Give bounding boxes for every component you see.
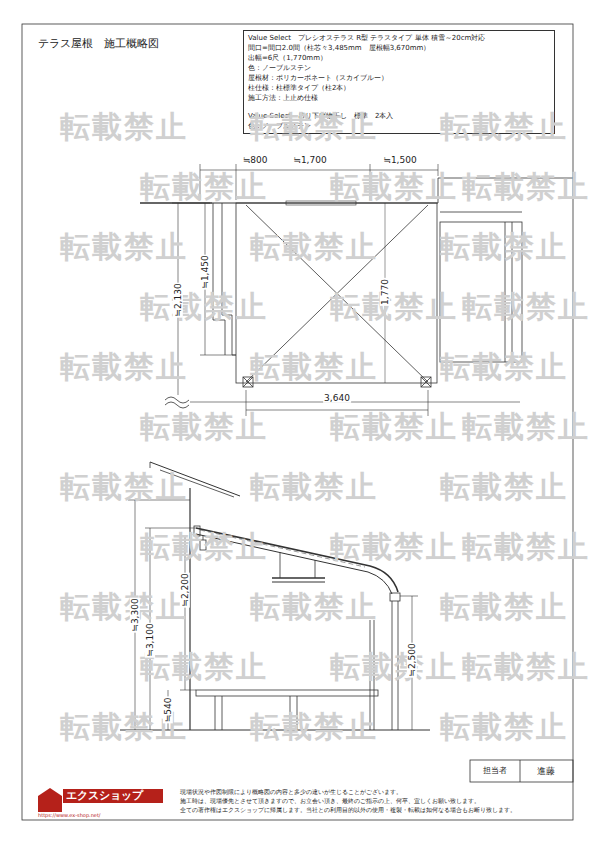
staff-label: 担当者: [482, 766, 508, 775]
logo-text: エクスショップ: [66, 790, 143, 803]
watermark: 転載禁止: [330, 650, 458, 685]
watermark: 転載禁止: [140, 170, 268, 205]
watermark: 転載禁止: [462, 410, 590, 445]
watermark: 転載禁止: [440, 110, 568, 145]
note: 施工時は、現場優先とさせて頂きますので、お立会い頂き、最終のご指示の上、何卒、宜…: [180, 798, 480, 805]
watermark: 転載禁止: [330, 410, 458, 445]
note: 全ての著作権はエクスショップに帰属します。当社との利用目的以外の使用・複製・転載…: [180, 807, 516, 814]
dimension: ≒3,300: [130, 597, 140, 632]
spec-line: 間口=間口2.0間（柱芯々3,485mm 屋根幅3,670mm）: [248, 43, 550, 53]
watermark: 転載禁止: [440, 230, 568, 265]
watermark: 転載禁止: [440, 590, 568, 625]
watermark: 転載禁止: [60, 470, 188, 505]
watermark: 転載禁止: [250, 470, 378, 505]
dimension: ≒800: [242, 155, 269, 165]
drawing-title: テラス屋根 施工概略図: [38, 38, 159, 51]
watermark: 転載禁止: [60, 590, 188, 625]
spec-line: 屋根材：ポリカーボネート（スカイブルー）: [248, 73, 550, 83]
watermark: 転載禁止: [330, 170, 458, 205]
watermark: 転載禁止: [462, 530, 590, 565]
watermark: 転載禁止: [250, 110, 378, 145]
watermark: 転載禁止: [440, 350, 568, 385]
dimension: ≒1,500: [382, 155, 417, 165]
logo-url: https://www.ex-shop.net/: [38, 813, 101, 819]
staff-name: 進藤: [536, 766, 556, 776]
watermark: 転載禁止: [440, 710, 568, 745]
spec-line: 柱仕様：柱標準タイプ（柱2本）: [248, 83, 550, 93]
dimension: ≒3,100: [145, 622, 155, 657]
watermark: 転載禁止: [140, 530, 268, 565]
dimension: ≒2,200: [180, 572, 190, 607]
watermark: 転載禁止: [140, 410, 268, 445]
watermark: 転載禁止: [440, 470, 568, 505]
spec-line: Value Select プレシオステラス R型 テラスタイプ 単体 積雪～20…: [248, 33, 550, 43]
dimension: ≒1,700: [292, 155, 327, 165]
dimension: ≒540: [163, 697, 173, 724]
dimension: 3,640: [323, 393, 351, 403]
watermark: 転載禁止: [250, 710, 378, 745]
dimension: 1,770: [380, 278, 390, 306]
watermark: 転載禁止: [250, 350, 378, 385]
watermark: 転載禁止: [60, 230, 188, 265]
watermark: 転載禁止: [330, 530, 458, 565]
watermark: 転載禁止: [140, 650, 268, 685]
watermark: 転載禁止: [462, 170, 590, 205]
watermark: 転載禁止: [330, 290, 458, 325]
watermark: 転載禁止: [250, 590, 378, 625]
watermark: 転載禁止: [462, 290, 590, 325]
watermark: 転載禁止: [462, 650, 590, 685]
watermark: 転載禁止: [250, 230, 378, 265]
dimension: ≒2,130: [173, 282, 183, 317]
spec-line: 施工方法：上止め仕様: [248, 93, 550, 103]
watermark: 転載禁止: [140, 290, 268, 325]
watermark: 転載禁止: [60, 350, 188, 385]
dimension: ≒1,450: [200, 254, 210, 289]
dimension: ≒2,500: [407, 642, 417, 677]
spec-line: 出幅=6尺（1,770mm）: [248, 53, 550, 63]
footer-box: [38, 760, 573, 812]
spec-line: 色：ノーブルステン: [248, 63, 550, 73]
note: 現場状況や作図制限により概略図の内容と多少の違いが生じることがございます。: [180, 789, 402, 796]
watermark: 転載禁止: [60, 110, 188, 145]
